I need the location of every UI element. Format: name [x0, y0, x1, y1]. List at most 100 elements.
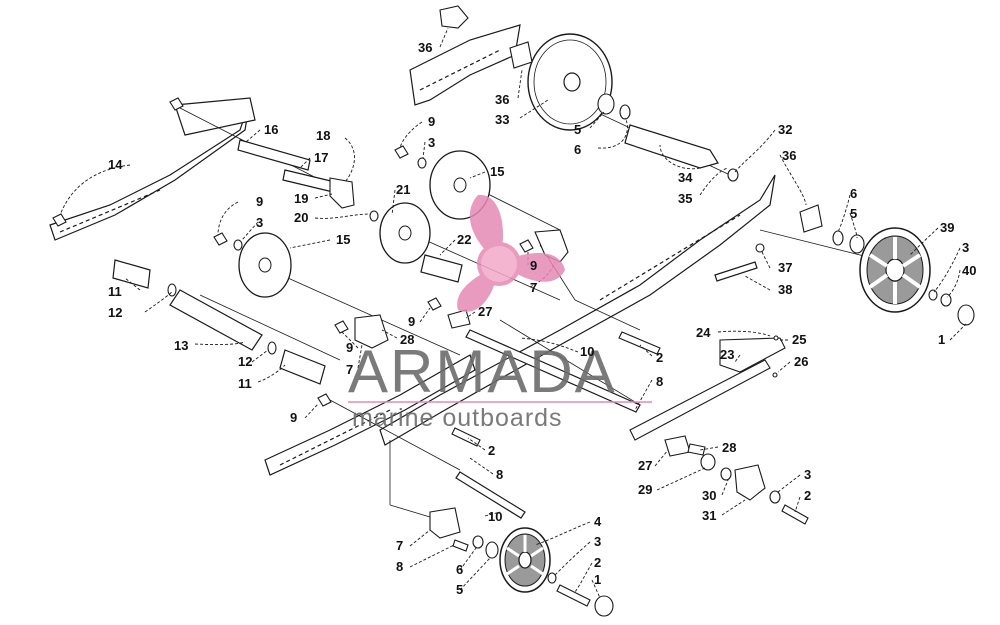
washer-3-right [928, 289, 938, 301]
nut-9-d [427, 297, 442, 311]
shaft-22 [420, 254, 463, 283]
callout-21: 21 [396, 182, 410, 197]
callout-25: 25 [792, 332, 806, 347]
callout-1: 1 [938, 332, 945, 347]
callout-14: 14 [108, 157, 123, 172]
callout-9: 9 [256, 194, 263, 209]
callout-11: 11 [108, 284, 122, 299]
callout-10: 10 [488, 509, 502, 524]
callout-3: 3 [428, 135, 435, 150]
idler-wheel-15-lower [238, 232, 292, 298]
callout-39: 39 [940, 220, 954, 235]
right-slide-rail [379, 24, 776, 446]
shaft-34 [624, 124, 719, 169]
washer-3-a [417, 157, 427, 169]
nut-26 [772, 372, 778, 378]
callout-6: 6 [574, 142, 581, 157]
spacer-12-lower [267, 341, 277, 355]
callout-2: 2 [594, 555, 601, 570]
callout-4: 4 [594, 514, 602, 529]
callout-11: 11 [238, 376, 252, 391]
shaft-16 [237, 139, 311, 171]
callout-7: 7 [396, 538, 403, 553]
wheel-4-spoked [499, 527, 551, 593]
bolt-2-lower [781, 504, 809, 525]
callout-35: 35 [678, 191, 692, 206]
nut-37 [755, 243, 765, 253]
callout-23: 23 [720, 347, 734, 362]
shafts [112, 124, 758, 519]
shaft-13 [169, 289, 263, 351]
left-slide-rail [49, 97, 476, 476]
bearing-36-right [799, 204, 823, 233]
wheel-39-spoked [859, 227, 931, 313]
callout-2: 2 [656, 350, 663, 365]
bolt-10-lower [455, 471, 526, 519]
watermark: ARMADA marine outboards [348, 194, 652, 432]
callout-36: 36 [495, 92, 509, 107]
bolt-38 [714, 261, 758, 282]
pin-28 [687, 443, 706, 456]
callout-31: 31 [702, 508, 716, 523]
washer-3-b [233, 239, 243, 251]
arm-7-upper [534, 229, 569, 263]
callout-3: 3 [256, 215, 263, 230]
bearing-5-right [849, 234, 865, 254]
callout-37: 37 [778, 260, 792, 275]
spring-23 [629, 359, 771, 441]
spacer-11-lower [279, 349, 326, 385]
cap-40 [940, 293, 952, 307]
washer-29 [700, 453, 716, 471]
callout-24: 24 [696, 325, 711, 340]
washer-6-lower [472, 535, 484, 549]
bolt-25 [773, 335, 779, 341]
callout-7: 7 [530, 280, 537, 295]
callout-36: 36 [782, 148, 796, 163]
callout-16: 16 [264, 122, 278, 137]
callout-38: 38 [778, 282, 792, 297]
spacer-12-upper [167, 283, 177, 297]
bolt-2-upper [618, 331, 661, 355]
idler-wheel-21 [379, 202, 431, 264]
spacer-11-upper [112, 259, 151, 289]
callout-28: 28 [400, 332, 414, 347]
callout-12: 12 [108, 305, 122, 320]
callout-27: 27 [638, 458, 652, 473]
idler-wheel-33 [527, 33, 613, 131]
callout-33: 33 [495, 112, 509, 127]
callout-1: 1 [594, 572, 601, 587]
watermark-subtitle: marine outboards [352, 404, 563, 432]
pad-27-lower [664, 435, 691, 457]
bracket-31 [734, 464, 766, 501]
callout-9: 9 [408, 314, 415, 329]
arm-24 [719, 337, 786, 373]
bushing-30 [720, 467, 732, 481]
callout-34: 34 [678, 170, 693, 185]
nut-14-left [52, 213, 67, 227]
callout-32: 32 [778, 122, 792, 137]
nut-9-f [317, 393, 332, 407]
callout-2: 2 [804, 488, 811, 503]
bolt-8-lower [452, 539, 469, 552]
callout-9: 9 [290, 410, 297, 425]
callout-29: 29 [638, 482, 652, 497]
callout-22: 22 [457, 232, 471, 247]
callout-labels: 36 36 33 5 6 32 36 34 35 6 5 39 3 40 1 3… [108, 40, 976, 597]
callout-6: 6 [456, 562, 463, 577]
callout-15: 15 [490, 164, 504, 179]
nut-14-top [169, 97, 184, 111]
pad-27-upper [447, 309, 471, 329]
bearing-5-lower [485, 541, 499, 559]
callout-28: 28 [722, 440, 736, 455]
callout-8: 8 [656, 374, 663, 389]
washer-20 [369, 210, 379, 222]
callout-6: 6 [850, 186, 857, 201]
callout-18: 18 [316, 128, 330, 143]
callout-5: 5 [456, 582, 463, 597]
callout-9: 9 [428, 114, 435, 129]
callout-5: 5 [574, 122, 581, 137]
hardware-parts [52, 5, 975, 617]
link-18-19 [329, 177, 355, 209]
bearing-5-upper [597, 93, 615, 115]
